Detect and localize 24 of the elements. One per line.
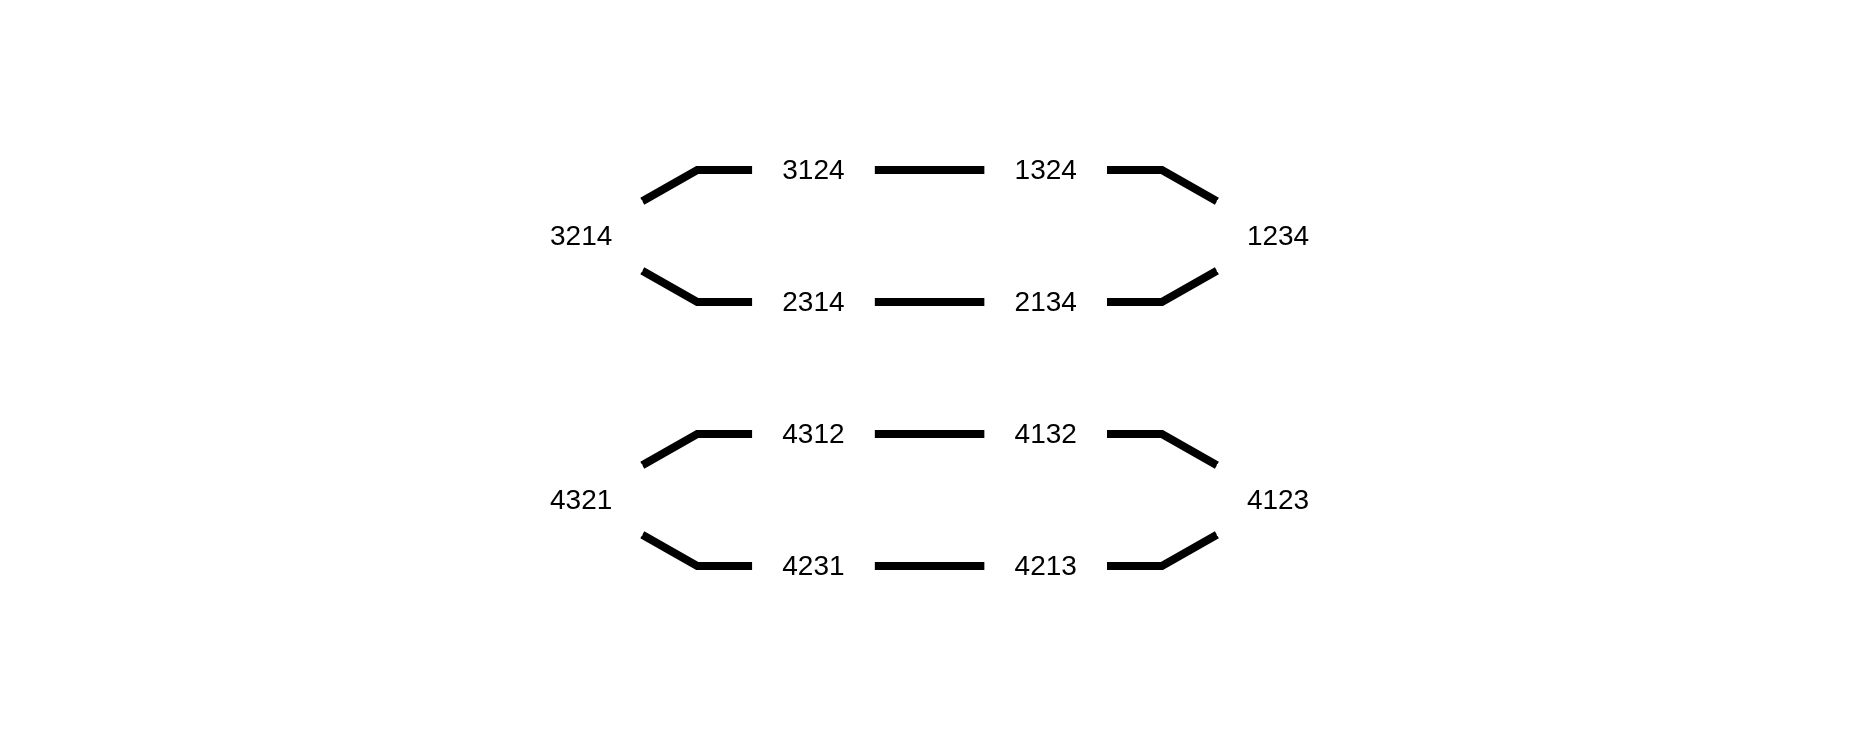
node-text: 4321 [550, 483, 613, 515]
connector [875, 165, 985, 174]
node-text: 1234 [1247, 219, 1310, 251]
connector [875, 429, 985, 438]
connector [1107, 266, 1220, 306]
connector [640, 429, 753, 469]
node-text: 3124 [782, 153, 845, 185]
connector [640, 165, 753, 205]
node-text: 4132 [1015, 417, 1078, 449]
connector [1107, 530, 1220, 570]
node-text: 4312 [782, 417, 845, 449]
connector [640, 266, 753, 306]
node-text: 4231 [782, 549, 845, 581]
connector [875, 561, 985, 570]
node-text: 3214 [550, 219, 613, 251]
connector [640, 530, 753, 570]
node-text: 2314 [782, 285, 845, 317]
connector [875, 297, 985, 306]
node-text: 1324 [1015, 153, 1078, 185]
node-text: 4123 [1247, 483, 1310, 515]
connector [1107, 429, 1220, 469]
node-text: 2134 [1015, 285, 1078, 317]
node-text: 4213 [1015, 549, 1078, 581]
connector [1107, 165, 1220, 205]
